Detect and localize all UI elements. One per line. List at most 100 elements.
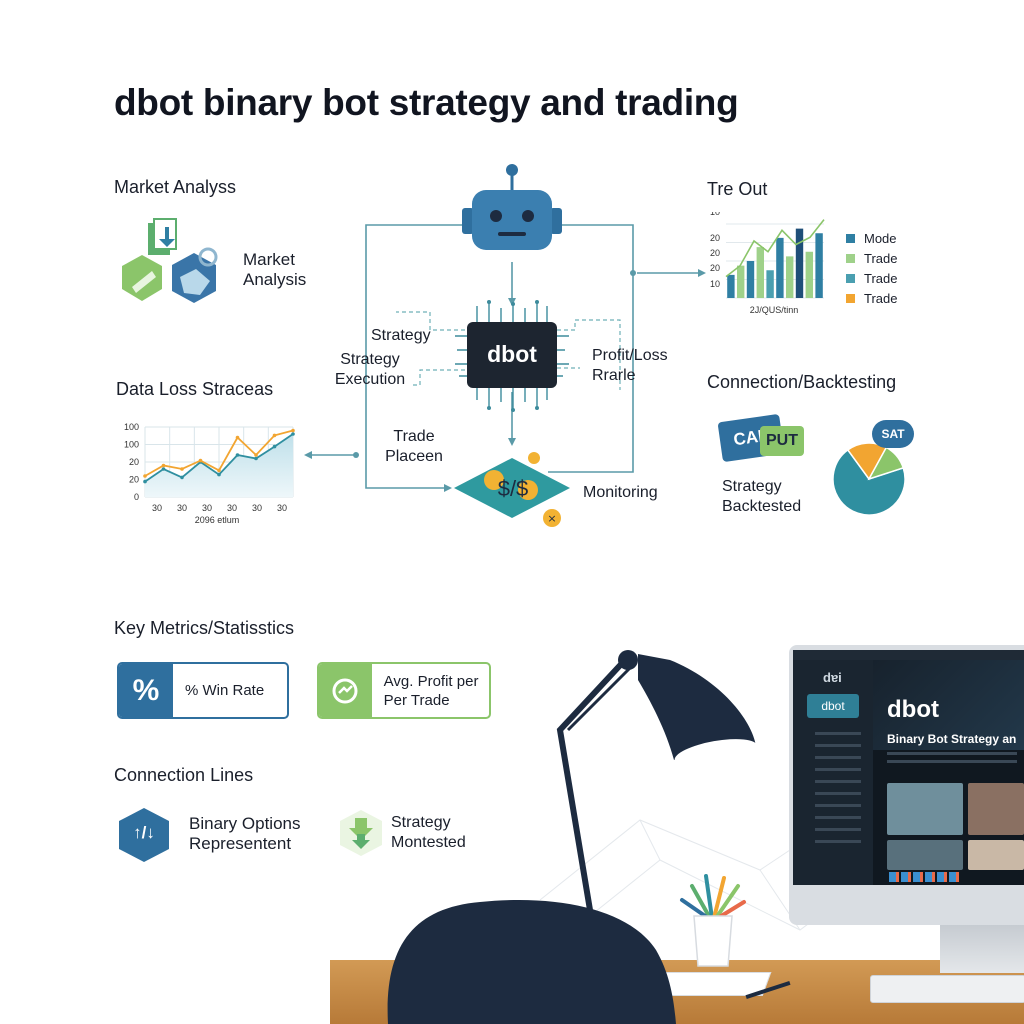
connection-lines-heading: Connection Lines [114, 765, 254, 785]
connection-backtesting-heading: Connection/Backtesting [707, 372, 897, 392]
market-analysis-icon [122, 218, 218, 303]
data-loss-point [291, 428, 295, 433]
screen-title: dbot [887, 696, 939, 723]
tre-out-bar [795, 228, 804, 298]
data-loss-point [272, 433, 277, 438]
data-loss-xlabel: 2096 etlum [195, 515, 240, 525]
tre-out-legend-item: Trade [846, 248, 897, 268]
data-loss-ytick: 20 [129, 475, 139, 485]
speech-bubble: SAT [872, 420, 914, 448]
data-loss-xtick: 30 [152, 503, 162, 513]
legend-label: Trade [864, 270, 898, 286]
strategy-montested-label: Strategy Montested [391, 814, 466, 851]
tre-out-bar [746, 261, 755, 298]
data-loss-ytick: 0 [134, 492, 139, 502]
svg-text:×: × [547, 512, 556, 525]
binary-options-icon [119, 808, 169, 862]
legend-swatch [846, 233, 855, 243]
data-loss-ytick: 100 [124, 440, 139, 450]
screen-video-4[interactable] [968, 840, 1024, 870]
data-loss-point [143, 479, 147, 484]
screen-video-1[interactable] [887, 783, 963, 835]
screen-sidebar-items [815, 732, 861, 735]
data-loss-point [198, 458, 203, 463]
screen-logo: dɐi [823, 670, 842, 685]
right-loop-line [548, 224, 634, 473]
keyboard [870, 975, 1024, 1003]
win-rate-card: % % Win Rate [117, 662, 289, 719]
legend-label: Mode [864, 230, 897, 246]
tre-out-ytick: 20 [710, 233, 720, 243]
page-title: dbot binary bot strategy and trading [114, 82, 739, 123]
data-loss-point [161, 467, 166, 471]
binary-options-label: Binary Options Representent [189, 814, 301, 853]
legend-swatch [846, 253, 855, 263]
data-loss-point [272, 444, 277, 449]
data-loss-ytick: 100 [124, 422, 139, 432]
data-loss-point [235, 453, 240, 457]
put-chip: PUT [760, 426, 804, 456]
legend-swatch [846, 273, 855, 283]
data-loss-point [217, 468, 221, 473]
data-loss-point [143, 474, 147, 478]
screen-text-lines [887, 752, 1017, 755]
tre-out-ytick: 20 [710, 248, 720, 258]
monitoring-label: Monitoring [583, 484, 658, 501]
desk-lamp-icon [556, 650, 758, 913]
percent-icon: % [119, 664, 173, 717]
win-rate-label: % Win Rate [185, 682, 265, 699]
plant-icon [680, 874, 746, 967]
data-loss-ytick: 20 [129, 457, 139, 467]
tre-out-bar [756, 247, 764, 298]
avg-profit-card: Avg. Profit per Per Trade [317, 662, 491, 719]
monitor-stand [940, 925, 1024, 973]
tre-out-series-line [725, 219, 825, 278]
tre-out-bar [727, 274, 735, 298]
data-loss-point [180, 475, 184, 480]
screen-dock [889, 872, 961, 882]
speech-bubble-label: SAT [881, 427, 905, 441]
trade-diamond-icon: × [454, 452, 570, 527]
screen-video-2[interactable] [968, 783, 1024, 835]
data-loss-xtick: 30 [227, 503, 237, 513]
screen-dbot-button[interactable]: dbot [807, 694, 859, 718]
tre-out-ytick: 20 [710, 263, 720, 273]
market-analysis-label: Market Analysis [243, 250, 307, 289]
data-loss-point [180, 467, 184, 471]
dbot-chip-icon [455, 300, 569, 412]
legend-swatch [846, 293, 855, 303]
screen-video-3[interactable] [887, 840, 963, 870]
office-chair-icon [387, 900, 676, 1024]
data-loss-xtick: 30 [277, 503, 287, 513]
dbot-chip-label: dbot [487, 341, 537, 367]
legend-label: Trade [864, 290, 898, 306]
data-loss-point [291, 432, 295, 436]
strategy-backtested-label: Strategy Backtested [722, 478, 802, 515]
avg-profit-label: Avg. Profit per Per Trade [383, 672, 479, 709]
market-analysis-heading: Market Analyss [114, 177, 237, 197]
tre-out-ytick: 10 [710, 279, 720, 289]
key-metrics-heading: Key Metrics/Statisstics [114, 618, 295, 638]
profit-loss-label: Profit/Loss Rrarle [592, 347, 668, 384]
left-loop-line [365, 224, 470, 489]
tre-out-bar [776, 237, 784, 298]
tre-out-legend-item: Mode [846, 228, 897, 248]
data-loss-heading: Data Loss Straceas [116, 379, 274, 399]
screen-hero [873, 660, 1024, 750]
screen-menubar [793, 650, 1024, 660]
screen-subtitle: Binary Bot Strategy an [887, 732, 1017, 746]
data-loss-xtick: 30 [177, 503, 187, 513]
strategy-execution-label: Strategy Execution [334, 351, 406, 388]
data-loss-point [235, 435, 240, 440]
tre-out-heading: Tre Out [707, 179, 768, 199]
tre-out-bar [786, 256, 794, 298]
put-chip-label: PUT [766, 432, 798, 449]
data-loss-point [161, 463, 166, 468]
tre-out-legend-item: Trade [846, 288, 897, 308]
data-loss-point [254, 456, 258, 461]
dollar-symbol: $/$ [497, 476, 529, 501]
profit-chart-icon [319, 664, 372, 717]
